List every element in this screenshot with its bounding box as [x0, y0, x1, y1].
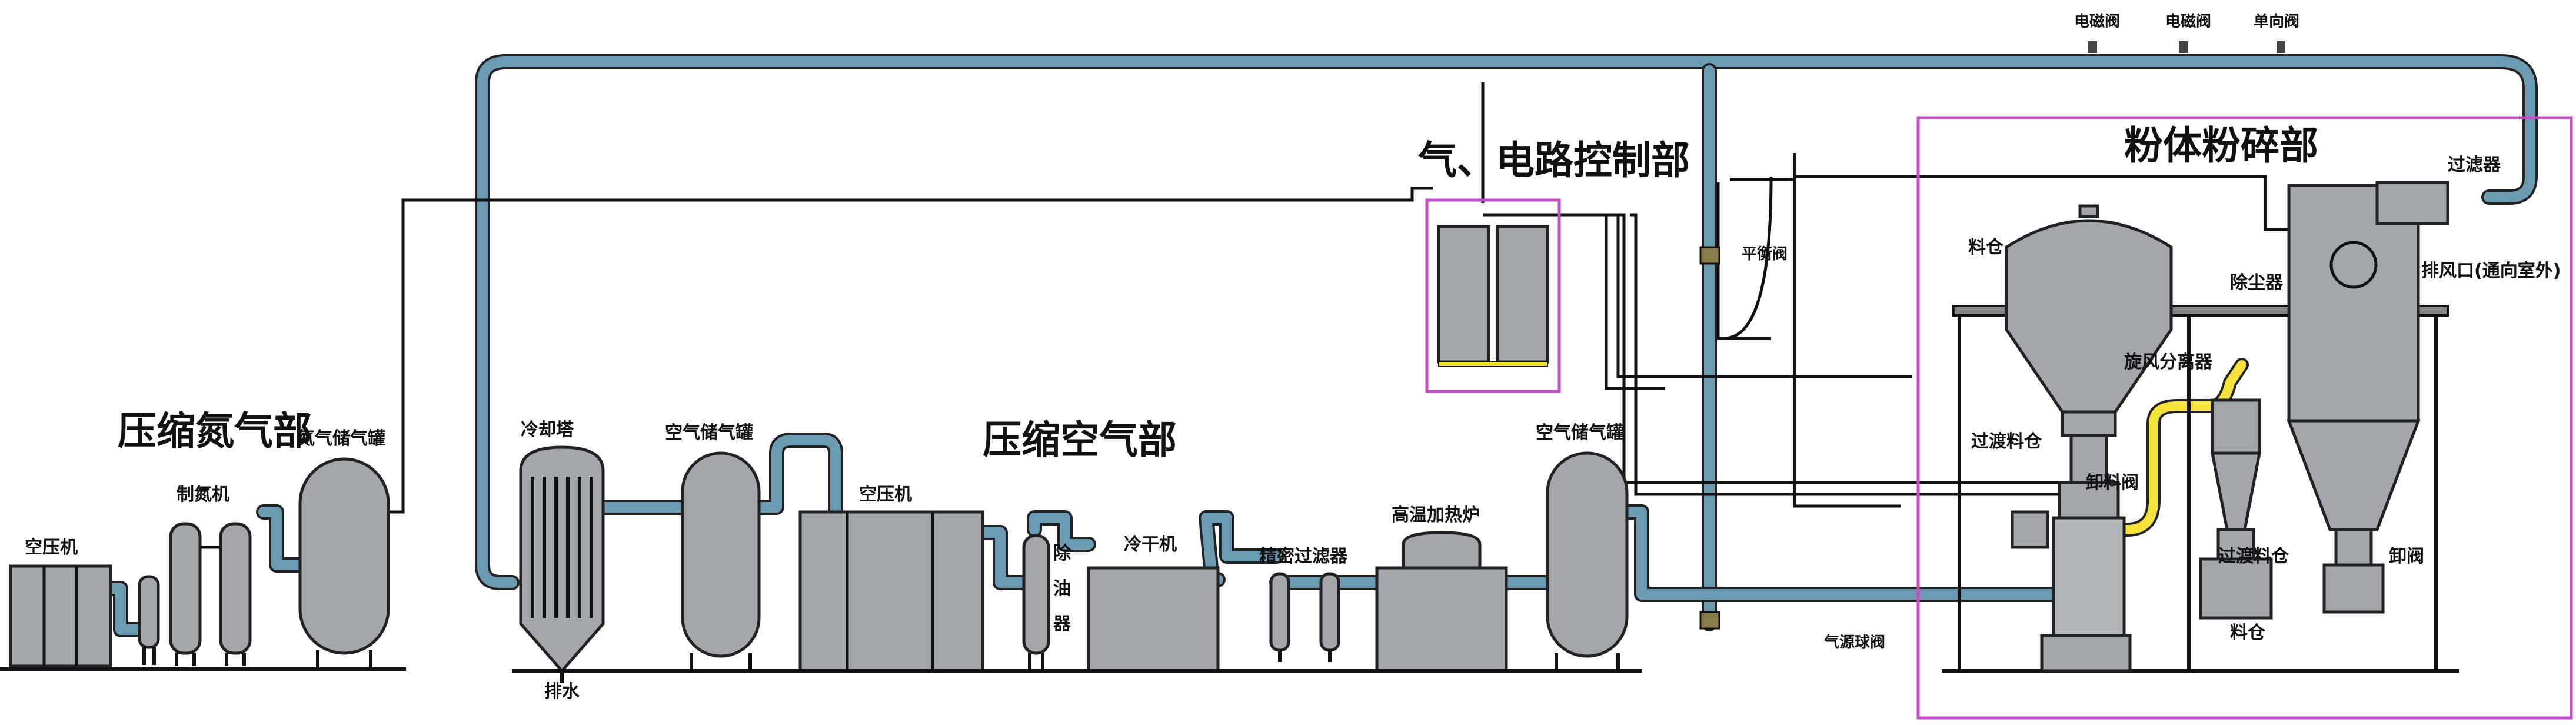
precision-filter — [1269, 572, 1340, 662]
label-air-compressor: 空压机 — [859, 484, 912, 505]
label-check-valve: 单向阀 — [2254, 12, 2299, 31]
label-dust-collector: 除尘器 — [2230, 272, 2284, 293]
bottom-valve-icon — [1699, 611, 1720, 630]
check-valve-icon — [2277, 41, 2285, 53]
label-electric-control: 气、电路控制部 — [1418, 138, 1690, 183]
label-discharge-valve: 卸阀 — [2389, 546, 2424, 567]
label-finished-bin: 料仓 — [2230, 623, 2266, 643]
n2-storage-tank — [298, 457, 390, 668]
label-gas-valve: 气源球阀 — [1823, 633, 1885, 651]
label-filter: 过滤器 — [2448, 155, 2501, 175]
air-tank-2 — [1546, 451, 1629, 671]
label-exhaust-port: 排风口(通向室外) — [2421, 261, 2561, 281]
label-n2-generator: 制氮机 — [177, 484, 229, 505]
label-powder-section: 粉体粉碎部 — [2124, 123, 2318, 168]
high-temp-heater — [1375, 531, 1508, 673]
air-compressor-n2 — [9, 564, 112, 668]
control-cabinet — [1437, 225, 1549, 367]
valve-2-icon — [2179, 41, 2188, 53]
label-relief-valve: 平衡阀 — [1742, 245, 1788, 263]
label-separator-1: 除 — [1053, 543, 1071, 564]
label-heater: 高温加热炉 — [1392, 505, 1480, 526]
label-air-compressor-n2: 空压机 — [25, 537, 78, 558]
label-precision-filter: 精密过滤器 — [1259, 546, 1348, 567]
label-n2-tank: 氮气储气罐 — [297, 428, 385, 449]
label-air-tank-2: 空气储气罐 — [1536, 423, 1624, 443]
label-cyclone: 旋风分离器 — [2124, 352, 2213, 373]
label-transition-bin: 过渡料仓 — [1971, 431, 2042, 452]
air-tank-1 — [681, 451, 761, 671]
label-air-tank-1: 空气储气罐 — [665, 423, 753, 443]
label-valve-1: 电磁阀 — [2074, 12, 2120, 31]
n2-generator — [169, 522, 252, 666]
control-frame — [1425, 198, 1561, 393]
main-pipe-network — [101, 54, 2538, 637]
mill-column — [2011, 434, 2132, 673]
relief-valve-icon — [1699, 246, 1720, 265]
cyclone-separator — [2199, 398, 2273, 620]
feed-bin — [2005, 204, 2173, 437]
label-dryer: 冷干机 — [1124, 534, 1177, 555]
valve-1-icon — [2088, 41, 2097, 53]
label-n2-section: 压缩氮气部 — [118, 408, 312, 454]
powder-section-frame — [1916, 116, 2573, 720]
label-separator-2: 油 — [1053, 578, 1071, 599]
filter — [2375, 181, 2449, 225]
n2-small-vessel — [138, 575, 160, 665]
label-valve-2: 电磁阀 — [2165, 12, 2211, 31]
label-drain: 排水 — [544, 681, 580, 702]
label-transition-bin-2: 过渡料仓 — [2218, 546, 2289, 567]
oil-separator — [1022, 534, 1050, 671]
label-feed-valve: 卸料阀 — [2086, 473, 2139, 493]
label-separator-3: 器 — [1053, 614, 1071, 634]
label-cooling-tower: 冷却塔 — [521, 420, 574, 440]
air-compressor — [798, 510, 984, 673]
refrigerated-dryer — [1087, 566, 1220, 673]
cooling-tower — [519, 445, 605, 683]
control-wiring — [388, 82, 2330, 514]
label-air-section: 压缩空气部 — [983, 417, 1177, 463]
label-feed-bin: 料仓 — [1968, 237, 2004, 258]
